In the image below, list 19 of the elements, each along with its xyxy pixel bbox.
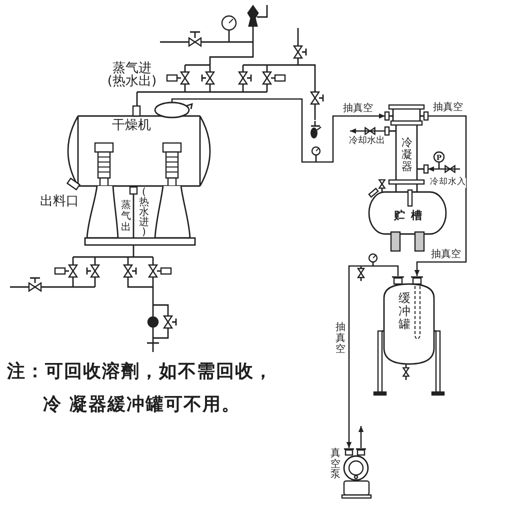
nozzle-label: 蒸气进 (热水出) xyxy=(106,62,158,88)
edge-label: 抽真空 xyxy=(433,102,463,114)
equipment-label: 缓冲罐 xyxy=(398,292,412,331)
equipment-label: 蒸气出 xyxy=(120,200,132,233)
equipment-label: 干燥机 xyxy=(112,119,151,134)
equipment-label: (热水进) xyxy=(138,188,150,238)
pipe-arrow xyxy=(346,265,399,448)
equipment-label: 真空泵 xyxy=(330,449,341,480)
pipe-arrow xyxy=(171,98,385,163)
pipe-label: 抽真空 xyxy=(431,249,461,260)
buffer-tank xyxy=(374,276,444,396)
nozzle-label: 出料口 xyxy=(40,195,79,210)
edge-label: 冷却水入 xyxy=(430,178,466,188)
equipment-label: 贮槽 xyxy=(394,210,428,223)
edge-label: 抽真空 xyxy=(335,322,346,355)
edge-label: 抽真空 xyxy=(343,103,373,114)
note-text: 注：可回收溶劑，如不需回收，冷 凝器緩冲罐可不用。 xyxy=(7,360,274,417)
equipment-label: 冷凝器 xyxy=(401,137,413,173)
pipe-arrow xyxy=(358,426,364,448)
